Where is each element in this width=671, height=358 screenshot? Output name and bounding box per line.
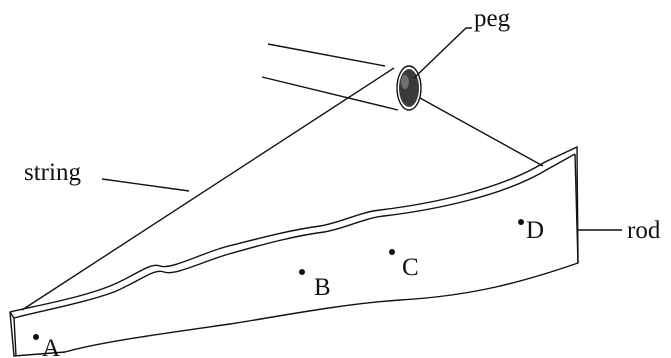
point-b-dot: [299, 269, 305, 275]
rod-left-end-edge: [13, 317, 17, 357]
string-leader: [101, 178, 190, 192]
peg-face-outline: [396, 65, 422, 111]
point-c-dot: [389, 249, 395, 255]
point-b-label: B: [314, 274, 331, 301]
point-c-label: C: [402, 254, 419, 281]
peg-top-edge: [267, 43, 386, 67]
string-right-segment: [419, 97, 544, 167]
peg: [261, 43, 422, 111]
rod-top-thickness: [13, 153, 576, 319]
string: [21, 67, 544, 311]
string-label: string: [24, 159, 81, 186]
rod-right-end-edge: [574, 153, 579, 264]
point-a-label: A: [42, 335, 60, 358]
peg-label: peg: [474, 5, 511, 32]
peg-highlight: [401, 75, 409, 89]
string-left-segment: [21, 67, 395, 311]
point-d-label: D: [526, 217, 544, 244]
rod-label: rod: [627, 217, 661, 244]
point-a-dot: [33, 334, 39, 340]
peg-face: [399, 69, 419, 107]
rod: [9, 145, 579, 357]
peg-bottom-edge: [261, 76, 399, 111]
leader-lines: [101, 27, 622, 231]
peg-leader: [413, 27, 472, 79]
rod-left-end-top: [9, 311, 15, 319]
rod-outline: [9, 145, 579, 357]
point-d-dot: [518, 219, 524, 225]
